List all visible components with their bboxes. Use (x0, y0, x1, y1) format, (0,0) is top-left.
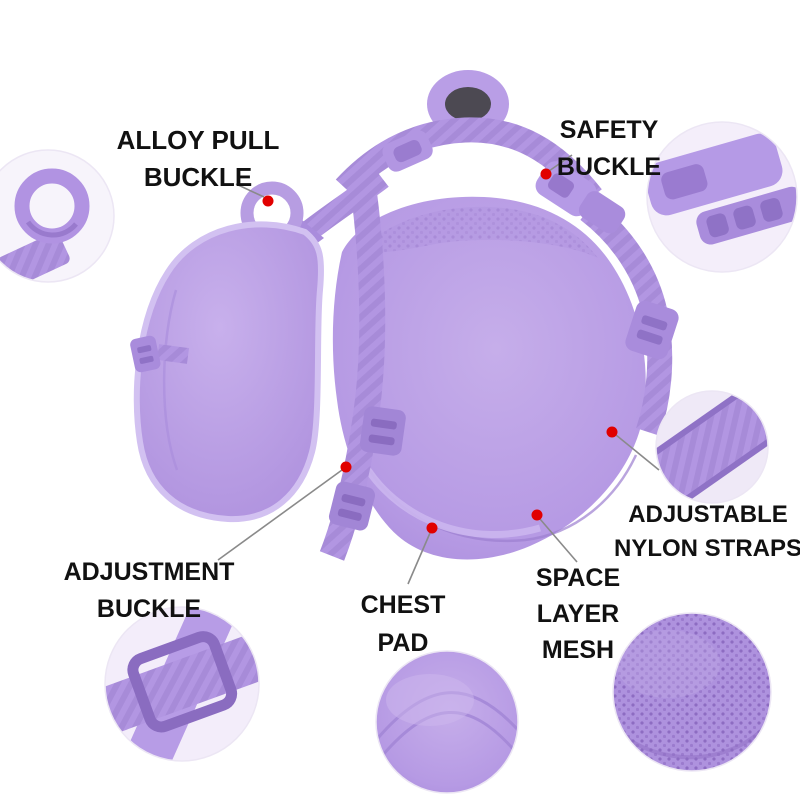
adjuster-buckle-lower (328, 481, 376, 531)
label-line: CHEST (360, 591, 446, 619)
callout-dot-chestpad (426, 522, 438, 534)
neck-pad (133, 221, 325, 523)
inset-border-bottom-center (375, 650, 519, 794)
label-space-layer-mesh: SPACE LAYER MESH (522, 560, 634, 668)
label-alloy-pull-buckle: ALLOY PULL BUCKLE (108, 122, 288, 196)
left-triglide-buckle (130, 335, 161, 373)
label-line: PAD (377, 629, 429, 657)
inset-border-mid-right (655, 390, 769, 504)
callout-dot-alloy (262, 195, 274, 207)
label-adjustable-nylon-straps: ADJUSTABLE NYLON STRAPS (612, 498, 800, 566)
callout-line-mesh (539, 518, 578, 563)
label-line: MESH (541, 636, 615, 664)
label-line: SAFETY (559, 116, 659, 144)
inset-border-bottom-right (612, 612, 772, 772)
label-adjustment-buckle: ADJUSTMENT BUCKLE (55, 554, 243, 628)
harness-photo (130, 70, 679, 561)
right-triglide-buckle (625, 300, 679, 360)
label-line: ADJUSTMENT (63, 558, 235, 586)
inset-border-bottom-left (104, 606, 260, 762)
label-line: LAYER (536, 600, 620, 628)
label-line: BUCKLE (96, 595, 202, 623)
callout-dot-nylon (606, 426, 618, 438)
front-clip-buckle (382, 130, 433, 172)
callout-line-adjustment (217, 469, 343, 561)
callout-line-nylon (615, 434, 660, 471)
mesh-fabric-zoom-inset (613, 613, 771, 771)
nylon-strap-zoom-inset (656, 391, 768, 503)
safety-buckle-zoom-inset (647, 122, 797, 272)
adjustment-buckle-zoom-inset (105, 607, 259, 761)
chest-pad-zoom-inset (376, 651, 518, 793)
callout-line-alloy (235, 183, 265, 198)
label-line: NYLON STRAPS (613, 535, 800, 562)
inset-border-top-left (0, 149, 115, 283)
label-line: BUCKLE (556, 153, 662, 181)
callout-dots (262, 168, 618, 534)
callout-line-chestpad (407, 532, 431, 585)
chest-pad (332, 196, 646, 560)
callout-dot-safety (540, 168, 552, 180)
label-line: ADJUSTABLE (628, 501, 788, 528)
label-line: ALLOY PULL (116, 125, 280, 155)
alloy-pull-buckle-zoom-inset (0, 150, 114, 282)
label-line: BUCKLE (143, 162, 253, 192)
label-chest-pad: CHEST PAD (347, 586, 459, 662)
adjuster-buckle-upper (359, 406, 406, 456)
callout-dot-adjustment (340, 461, 352, 473)
label-line: SPACE (535, 564, 621, 592)
callout-dot-mesh (531, 509, 543, 521)
left-strap-stub (156, 344, 190, 364)
callout-line-safety (548, 154, 573, 172)
label-safety-buckle: SAFETY BUCKLE (550, 112, 668, 186)
callout-lines (217, 154, 660, 585)
inset-border-top-right (646, 121, 798, 273)
